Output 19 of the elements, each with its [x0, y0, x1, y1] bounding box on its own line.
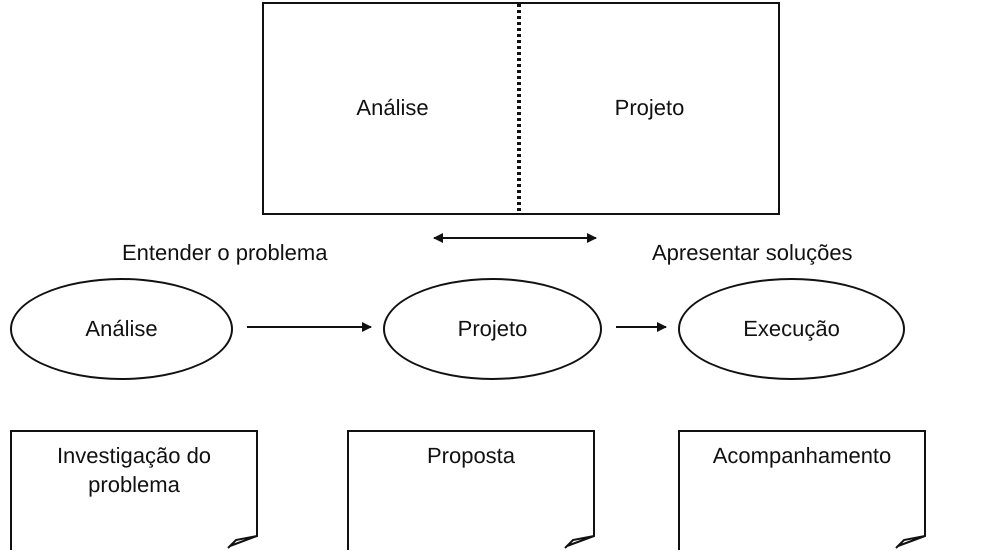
document-shape — [10, 430, 258, 550]
phase-caption: Apresentar soluções — [652, 240, 853, 266]
phase-label: Projeto — [614, 94, 684, 122]
phase-caption: Entender o problema — [122, 240, 328, 266]
document-text: Acompanhamento — [712, 442, 892, 470]
phase-ellipse — [383, 278, 602, 380]
process-box — [262, 2, 780, 215]
document-shape — [347, 430, 595, 550]
phase-ellipse — [10, 278, 233, 380]
document-text: Proposta — [426, 442, 516, 470]
phase-label: Execução — [743, 314, 840, 343]
arrow — [247, 322, 372, 332]
phase-label: Análise — [85, 314, 158, 343]
arrow — [616, 322, 667, 332]
phase-label: Análise — [356, 94, 429, 122]
phase-ellipse — [678, 278, 905, 380]
document-shape — [678, 430, 926, 550]
phase-label: Projeto — [458, 314, 528, 343]
document-text: Investigação do problema — [56, 442, 212, 499]
